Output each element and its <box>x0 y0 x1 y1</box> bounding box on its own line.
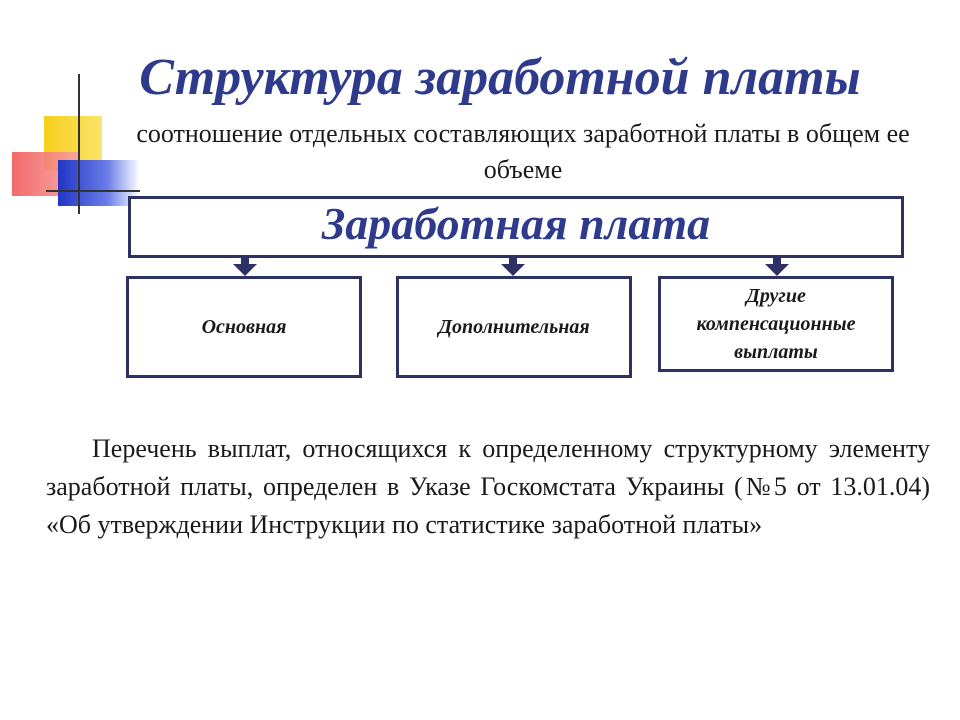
node-other-compensation-label: Другие компенсационные выплаты <box>696 285 856 363</box>
decor-vertical-line <box>78 74 80 214</box>
root-node-label: Заработная плата <box>321 198 711 249</box>
arrow-down-icon <box>765 255 789 276</box>
node-basic: Основная <box>126 276 362 378</box>
body-paragraph: Перечень выплат, относящихся к определен… <box>46 434 930 539</box>
decor-blue-square <box>58 160 140 206</box>
decor-horizontal-line <box>46 190 140 192</box>
node-other-compensation: Другие компенсационные выплаты <box>658 276 894 372</box>
node-additional: Дополнительная <box>396 276 632 378</box>
node-basic-label: Основная <box>201 316 287 338</box>
arrow-down-icon <box>501 255 525 276</box>
slide-title: Структура заработной платы <box>139 49 861 106</box>
root-node: Заработная плата <box>128 196 904 258</box>
arrow-down-icon <box>233 255 257 276</box>
slide-subtitle: соотношение отдельных составляющих зараб… <box>136 119 910 184</box>
node-additional-label: Дополнительная <box>438 316 590 338</box>
